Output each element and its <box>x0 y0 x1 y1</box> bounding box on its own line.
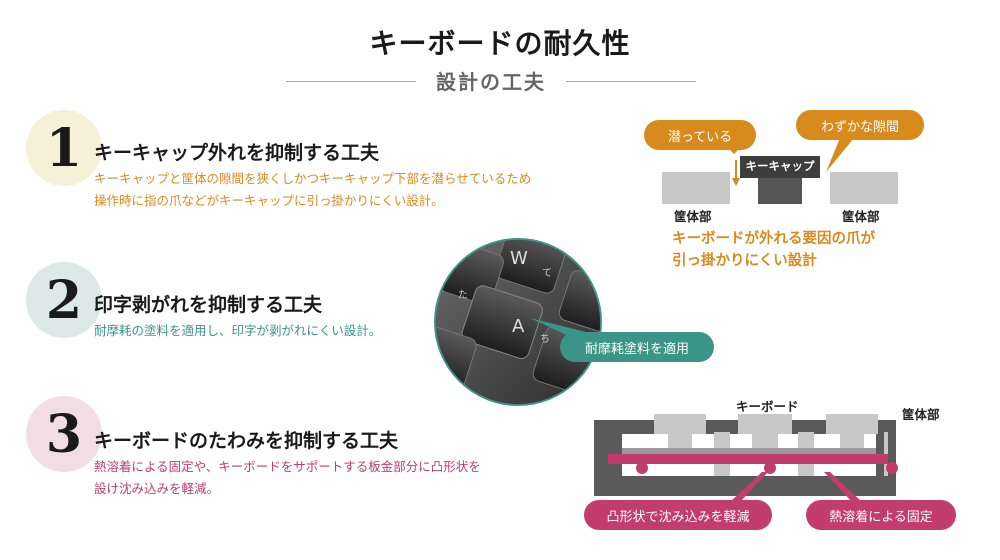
callout-submerged: 潜っている <box>644 120 756 150</box>
keycap-3-stem <box>840 434 864 450</box>
keyboard-closeup-photo: W て た A ち <box>434 238 602 406</box>
section-1-number: 1 <box>26 110 102 186</box>
key-a <box>461 285 543 359</box>
housing-label-left: 筐体部 <box>674 209 712 224</box>
diagram1-caption-line2: 引っ掛かりにくい設計 <box>672 253 817 269</box>
diagram1-caption-line1: キーボードが外れる要因の爪が <box>672 231 875 247</box>
housing-label: 筐体部 <box>902 407 940 422</box>
key-w <box>494 240 567 294</box>
keycap-stem <box>758 178 802 204</box>
keycap-1-stem <box>668 434 692 450</box>
keycap-2-stem <box>752 434 778 450</box>
diagram-keyboard-support: キーボード 筐体部 <box>590 392 990 532</box>
section-1-desc-line2: 操作時に指の爪などがキーキャップに引っ掛かりにくい設計。 <box>94 193 444 208</box>
inner-plate <box>622 448 876 454</box>
key-e <box>558 270 600 335</box>
page-title: キーボードの耐久性 <box>369 27 631 60</box>
keycap-1 <box>654 414 706 434</box>
keycap-label: キーキャップ <box>745 159 815 173</box>
keycap-2 <box>738 414 792 434</box>
callout-left-arrowhead <box>732 178 740 186</box>
subtitle-rule-left <box>286 81 416 82</box>
subtitle-rule-right <box>566 81 696 82</box>
housing-block-left <box>662 172 730 204</box>
diagram-keycap-gap: 潜っている わずかな隙間 キーキャップ 筐体部 筐体部 <box>640 108 940 268</box>
weld-point-2 <box>764 462 776 474</box>
housing-frame <box>594 420 896 496</box>
key-a-kana: ち <box>540 334 550 345</box>
key-q-kana: た <box>458 290 468 301</box>
sheet-metal-plate <box>608 454 888 464</box>
page-subtitle: 設計の工夫 <box>436 70 546 94</box>
key-w-kana: て <box>542 268 552 279</box>
keycap-3 <box>826 414 878 434</box>
housing-label-right: 筐体部 <box>842 209 880 224</box>
section-3-number: 3 <box>26 396 102 472</box>
keycap-gap-illustration <box>662 138 898 204</box>
callout-small-gap: わずかな隙間 <box>796 110 924 140</box>
housing-block-right <box>830 172 898 204</box>
diagram1-caption: キーボードが外れる要因の爪が 引っ掛かりにくい設計 <box>672 228 875 272</box>
keycap-top <box>740 156 820 178</box>
keyboard-label: キーボード <box>736 399 799 414</box>
weld-point-3 <box>886 462 898 474</box>
section-1-title: キーキャップ外れを抑制する工夫 <box>94 142 380 164</box>
callout-convex-shape: 凸形状で沈み込みを軽減 <box>584 500 772 530</box>
key-shift <box>436 323 477 389</box>
section-3-title: キーボードのたわみを抑制する工夫 <box>94 430 399 452</box>
weld-point-1 <box>636 462 648 474</box>
section-3-desc-line2: 設け沈み込みを軽減。 <box>94 481 220 496</box>
callout-wear-resistant-coating: 耐摩耗塗料を適用 <box>560 332 714 362</box>
section-2-title: 印字剥がれを抑制する工夫 <box>94 294 323 316</box>
section-3-desc-line1: 熱溶着による固定や、キーボードをサポートする板金部分に凸形状を <box>94 459 481 474</box>
key-a-legend: A <box>512 316 525 337</box>
key-w-legend: W <box>510 248 528 269</box>
callout-convex-leader <box>730 472 768 502</box>
callout-weld-leader <box>824 472 862 502</box>
keyboard-support-illustration <box>594 414 898 502</box>
keyboard-closeup-illustration <box>436 240 600 404</box>
section-2-number: 2 <box>26 262 102 338</box>
callout-right-tail <box>826 138 854 172</box>
section-1-desc-line1: キーキャップと筐体の隙間を狭くしかつキーキャップ下部を潜らせているため <box>94 171 532 186</box>
section-2-desc-line1: 耐摩耗の塗料を適用し、印字が剥がれにくい設計。 <box>94 323 382 338</box>
callout-heat-weld: 熱溶着による固定 <box>806 500 956 530</box>
subtitle-block: 設計の工夫 <box>286 66 696 96</box>
